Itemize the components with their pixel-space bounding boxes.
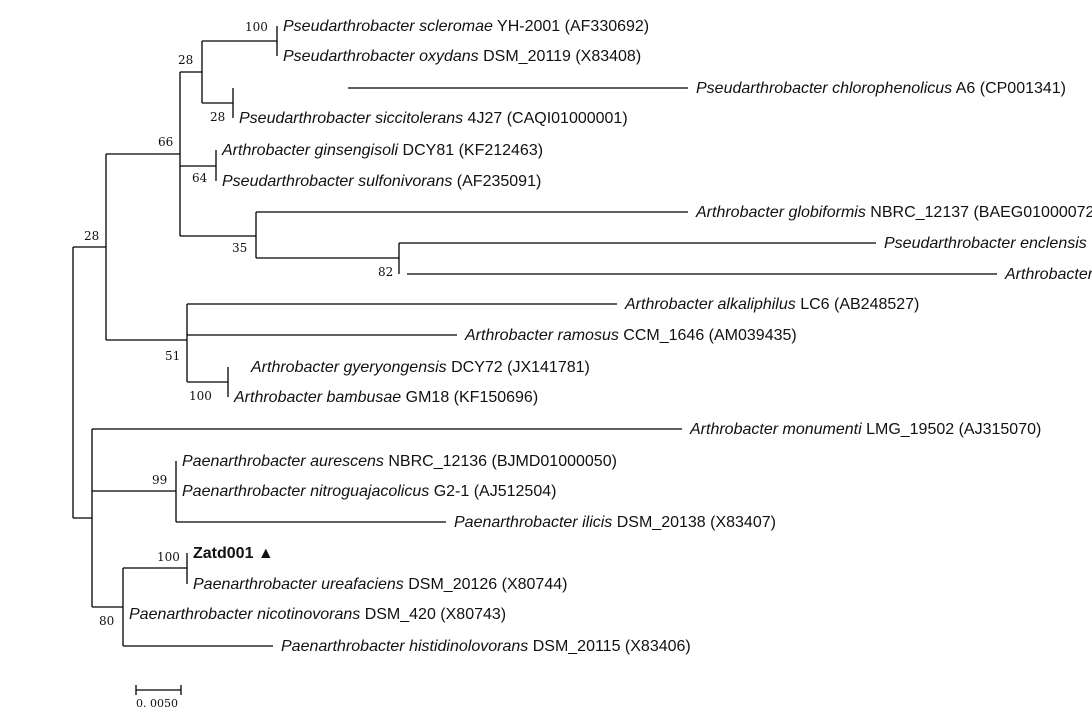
taxon-label: Paenarthrobacter aurescens NBRC_12136 (B… <box>182 453 617 470</box>
taxon-strain-accession: YH-2001 (AF330692) <box>493 18 649 35</box>
taxon-species-name: Arthrobacter globiformis <box>695 204 866 221</box>
bootstrap-value: 100 <box>189 389 212 403</box>
taxon-strain-accession: Zatd001 ▲ <box>193 545 274 562</box>
bootstrap-value: 28 <box>210 110 225 124</box>
taxon-labels: Pseudarthrobacter scleromae YH-2001 (AF3… <box>129 18 1092 655</box>
taxon-species-name: Paenarthrobacter histidinolovorans <box>281 638 528 655</box>
taxon-species-name: Arthrobacter monumenti <box>689 421 862 438</box>
taxon-strain-accession: 4J27 (CAQI01000001) <box>463 110 628 127</box>
taxon-strain-accession: DCY72 (JX141781) <box>447 359 590 376</box>
bootstrap-value: 28 <box>84 229 99 243</box>
bootstrap-value: 35 <box>232 241 247 255</box>
tree-branches <box>72 26 997 647</box>
taxon-label: Zatd001 ▲ <box>193 545 274 562</box>
bootstrap-value: 100 <box>157 550 180 564</box>
taxon-species-name: Paenarthrobacter ilicis <box>454 514 612 531</box>
taxon-label: Pseudarthrobacter siccitolerans 4J27 (CA… <box>239 110 628 127</box>
taxon-strain-accession: NBRC_12137 (BAEG01000072) <box>866 204 1092 221</box>
bootstrap-value: 66 <box>158 135 173 149</box>
taxon-species-name: Arthrobacter cupressi <box>1004 266 1092 283</box>
taxon-species-name: Paenarthrobacter nicotinovorans <box>129 606 360 623</box>
taxon-species-name: Arthrobacter ramosus <box>464 327 619 344</box>
taxon-strain-accession: (AF235091) <box>452 173 541 190</box>
taxon-strain-accession: DCY81 (KF212463) <box>398 142 543 159</box>
taxon-strain-accession: GM18 (KF150696) <box>401 389 538 406</box>
taxon-strain-accession: DSM_20115 (X83406) <box>528 638 690 655</box>
taxon-species-name: Paenarthrobacter ureafaciens <box>193 576 404 593</box>
taxon-label: Arthrobacter ginsengisoli DCY81 (KF21246… <box>221 142 543 159</box>
taxon-label: Pseudarthrobacter scleromae YH-2001 (AF3… <box>283 18 649 35</box>
taxon-label: Paenarthrobacter nicotinovorans DSM_420 … <box>129 606 506 623</box>
taxon-species-name: Pseudarthrobacter scleromae <box>283 18 493 35</box>
taxon-label: Pseudarthrobacter oxydans DSM_20119 (X83… <box>283 48 641 65</box>
taxon-species-name: Pseudarthrobacter siccitolerans <box>239 110 463 127</box>
taxon-label: Arthrobacter bambusae GM18 (KF150696) <box>233 389 538 406</box>
taxon-label: Pseudarthrobacter sulfonivorans (AF23509… <box>222 173 541 190</box>
taxon-strain-accession: DSM_20138 (X83407) <box>612 514 776 531</box>
taxon-label: Arthrobacter cupressi CGMCC_1.10783 (jgi… <box>1004 266 1092 283</box>
taxon-species-name: Pseudarthrobacter oxydans <box>283 48 479 65</box>
bootstrap-value: 82 <box>378 265 393 279</box>
taxon-label: Arthrobacter alkaliphilus LC6 (AB248527) <box>624 296 919 313</box>
scale-bar: 0. 0050 <box>135 685 182 710</box>
taxon-label: Arthrobacter monumenti LMG_19502 (AJ3150… <box>689 421 1041 438</box>
bootstrap-value: 28 <box>178 53 193 67</box>
taxon-label: Arthrobacter gyeryongensis DCY72 (JX1417… <box>250 359 590 376</box>
taxon-strain-accession: DSM_20119 (X83408) <box>479 48 641 65</box>
taxon-species-name: Paenarthrobacter aurescens <box>182 453 384 470</box>
taxon-strain-accession: DSM_420 (X80743) <box>360 606 506 623</box>
taxon-strain-accession: CCM_1646 (AM039435) <box>619 327 797 344</box>
taxon-species-name: Pseudarthrobacter enclensis <box>884 235 1087 252</box>
taxon-species-name: Pseudarthrobacter sulfonivorans <box>222 173 452 190</box>
taxon-species-name: Arthrobacter gyeryongensis <box>250 359 447 376</box>
taxon-species-name: Arthrobacter ginsengisoli <box>221 142 399 159</box>
taxon-strain-accession: G2-1 (AJ512504) <box>429 483 556 500</box>
bootstrap-value: 80 <box>99 614 114 628</box>
taxon-label: Paenarthrobacter ureafaciens DSM_20126 (… <box>193 576 567 593</box>
scale-bar-label: 0. 0050 <box>136 697 178 710</box>
taxon-strain-accession: A6 (CP001341) <box>952 80 1066 97</box>
taxon-species-name: Arthrobacter bambusae <box>233 389 401 406</box>
taxon-species-name: Arthrobacter alkaliphilus <box>624 296 796 313</box>
bootstrap-value: 100 <box>245 20 268 34</box>
bootstrap-values: 100 28 28 66 64 35 82 28 51 100 99 100 80 <box>84 20 393 628</box>
taxon-strain-accession: LMG_19502 (AJ315070) <box>862 421 1042 438</box>
taxon-label: Paenarthrobacter histidinolovorans DSM_2… <box>281 638 691 655</box>
taxon-species-name: Pseudarthrobacter chlorophenolicus <box>696 80 952 97</box>
taxon-species-name: Paenarthrobacter nitroguajacolicus <box>182 483 429 500</box>
taxon-strain-accession: LC6 (AB248527) <box>796 296 920 313</box>
taxon-strain-accession: NBRC_12136 (BJMD01000050) <box>384 453 617 470</box>
taxon-label: Arthrobacter globiformis NBRC_12137 (BAE… <box>695 204 1092 221</box>
bootstrap-value: 99 <box>152 473 167 487</box>
taxon-label: Paenarthrobacter ilicis DSM_20138 (X8340… <box>454 514 776 531</box>
bootstrap-value: 64 <box>192 171 208 185</box>
bootstrap-value: 51 <box>165 349 180 363</box>
taxon-label: Paenarthrobacter nitroguajacolicus G2-1 … <box>182 483 556 500</box>
taxon-label: Pseudarthrobacter chlorophenolicus A6 (C… <box>696 80 1066 97</box>
taxon-strain-accession: DSM_20126 (X80744) <box>404 576 568 593</box>
taxon-label: Arthrobacter ramosus CCM_1646 (AM039435) <box>464 327 797 344</box>
